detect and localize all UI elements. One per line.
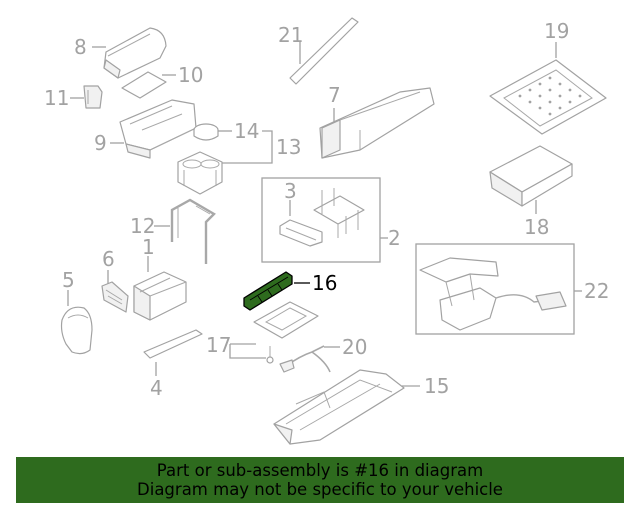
part-18-tray-box[interactable] [489, 145, 573, 207]
callout-7[interactable]: 7 [328, 83, 341, 107]
part-10-pad[interactable] [121, 71, 167, 99]
part-8-armrest-lid[interactable] [103, 27, 167, 79]
part-17-bezel[interactable] [253, 301, 319, 364]
part-7-side-panel[interactable] [319, 87, 435, 159]
callout-1[interactable]: 1 [142, 235, 155, 259]
leader-17a [229, 344, 266, 359]
part-16-switch-highlighted[interactable] [243, 271, 293, 311]
callout-20[interactable]: 20 [342, 335, 367, 359]
part-1-housing[interactable] [133, 271, 187, 321]
part-4-trim[interactable] [143, 329, 203, 359]
callout-6[interactable]: 6 [102, 247, 115, 271]
callout-12[interactable]: 12 [130, 214, 155, 238]
part-15-floor-console[interactable] [273, 369, 405, 445]
callout-10[interactable]: 10 [178, 63, 203, 87]
part-14-cap[interactable] [193, 123, 219, 141]
part-5-shift-knob[interactable] [60, 306, 93, 355]
banner-line-1: Part or sub-assembly is #16 in diagram [156, 461, 484, 480]
group-box-2 [261, 177, 381, 263]
part-12-frame[interactable] [170, 198, 216, 264]
callout-18[interactable]: 18 [524, 215, 549, 239]
callout-17[interactable]: 17 [206, 333, 231, 357]
callout-19[interactable]: 19 [544, 19, 569, 43]
part-13-cup-holder[interactable] [177, 151, 223, 195]
banner-line-2: Diagram may not be specific to your vehi… [137, 480, 503, 499]
callout-21[interactable]: 21 [278, 23, 303, 47]
callout-15[interactable]: 15 [424, 374, 449, 398]
part-9-storage-bin[interactable] [119, 99, 197, 159]
callout-2[interactable]: 2 [388, 226, 401, 250]
part-19-tray-mat[interactable] [489, 59, 607, 135]
part-11-clip[interactable] [83, 85, 103, 109]
part-3-bracket[interactable] [279, 219, 323, 247]
bracket-assembly[interactable] [313, 188, 365, 238]
callout-14[interactable]: 14 [234, 119, 259, 143]
callout-9[interactable]: 9 [94, 131, 107, 155]
info-banner: Part or sub-assembly is #16 in diagram D… [16, 457, 624, 503]
part-20-harness[interactable] [279, 345, 331, 373]
callout-8[interactable]: 8 [74, 35, 87, 59]
callout-13[interactable]: 13 [276, 135, 301, 159]
leader-13 [222, 130, 273, 164]
exploded-parts-diagram: 8 10 11 9 14 13 21 [44, 17, 609, 445]
callout-22[interactable]: 22 [584, 279, 609, 303]
callout-11[interactable]: 11 [44, 86, 69, 110]
group-box-22 [415, 243, 575, 335]
part-21-trim-strip[interactable] [289, 17, 359, 85]
callout-16[interactable]: 16 [312, 271, 337, 295]
part-6-connector[interactable] [101, 281, 129, 313]
callout-4[interactable]: 4 [150, 376, 163, 400]
callout-5[interactable]: 5 [62, 268, 75, 292]
part-22-shifter-assembly[interactable] [419, 257, 567, 331]
callout-3[interactable]: 3 [284, 179, 297, 203]
